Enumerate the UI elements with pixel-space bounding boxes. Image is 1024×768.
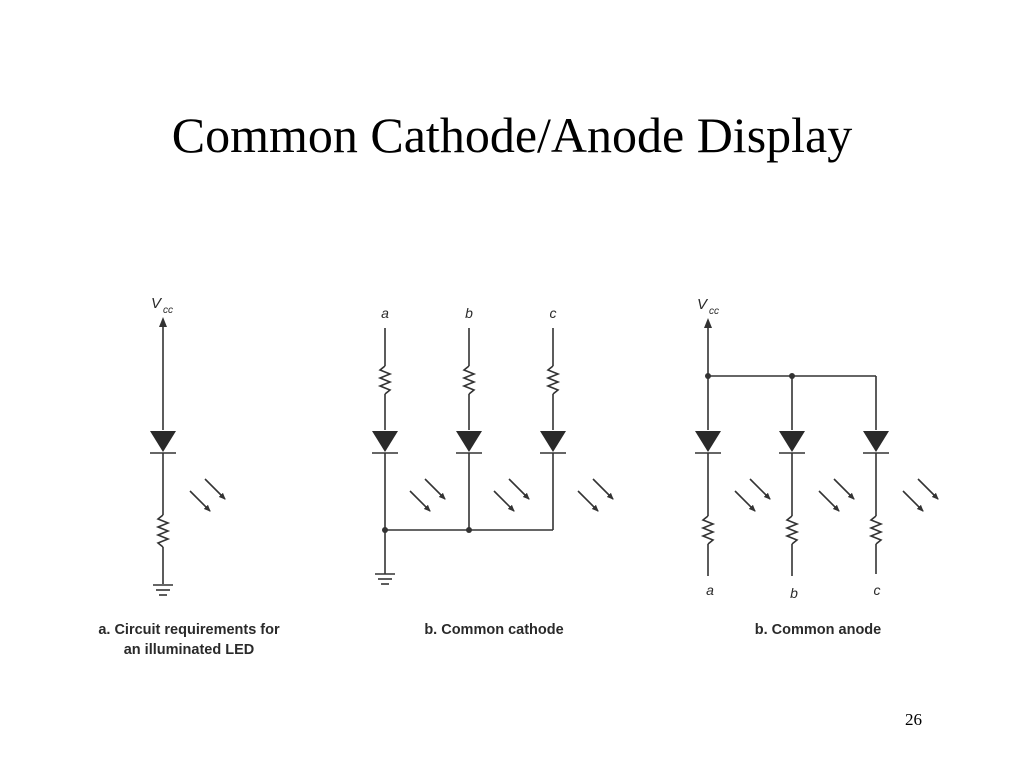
input-label-b: b (465, 305, 473, 321)
led-diode-icon (150, 431, 176, 454)
light-emission-icon (577, 478, 614, 512)
resistor-icon (868, 515, 884, 545)
resistor-icon (155, 514, 171, 548)
panel-a-single-led (150, 317, 226, 596)
junction-dot (382, 527, 388, 533)
light-emission-icon (902, 478, 939, 512)
resistor-icon (700, 515, 716, 545)
ground-icon (153, 584, 173, 596)
vcc-subscript: cc (163, 305, 173, 316)
input-label-a: a (381, 305, 389, 321)
panel-c-common-anode (695, 318, 939, 576)
light-emission-icon (818, 478, 855, 512)
caption-b: b. Common cathode (424, 622, 563, 638)
slide-title: Common Cathode/Anode Display (171, 107, 853, 163)
page-number: 26 (905, 710, 922, 729)
vcc-label: V (697, 296, 709, 313)
output-label-c: c (874, 582, 881, 598)
resistor-icon (461, 365, 477, 395)
caption-a-line2: an illuminated LED (124, 642, 255, 658)
junction-dot (466, 527, 472, 533)
light-emission-icon (734, 478, 771, 512)
led-diode-icon (456, 431, 482, 454)
caption-a-line1: a. Circuit requirements for (98, 622, 280, 638)
vcc-subscript: cc (709, 306, 719, 317)
resistor-icon (545, 365, 561, 395)
light-emission-icon (189, 478, 226, 512)
junction-dot (705, 373, 711, 379)
light-emission-icon (493, 478, 530, 512)
led-diode-icon (863, 431, 889, 454)
input-label-c: c (550, 305, 557, 321)
ground-icon (375, 573, 395, 585)
led-diode-icon (372, 431, 398, 454)
vcc-label: V (151, 295, 163, 312)
output-label-b: b (790, 585, 798, 601)
light-emission-icon (409, 478, 446, 512)
resistor-icon (377, 365, 393, 395)
led-diode-icon (540, 431, 566, 454)
led-diode-icon (695, 431, 721, 454)
caption-c: b. Common anode (755, 622, 881, 638)
led-diode-icon (779, 431, 805, 454)
output-label-a: a (706, 582, 714, 598)
panel-b-common-cathode (372, 328, 614, 585)
resistor-icon (784, 515, 800, 545)
